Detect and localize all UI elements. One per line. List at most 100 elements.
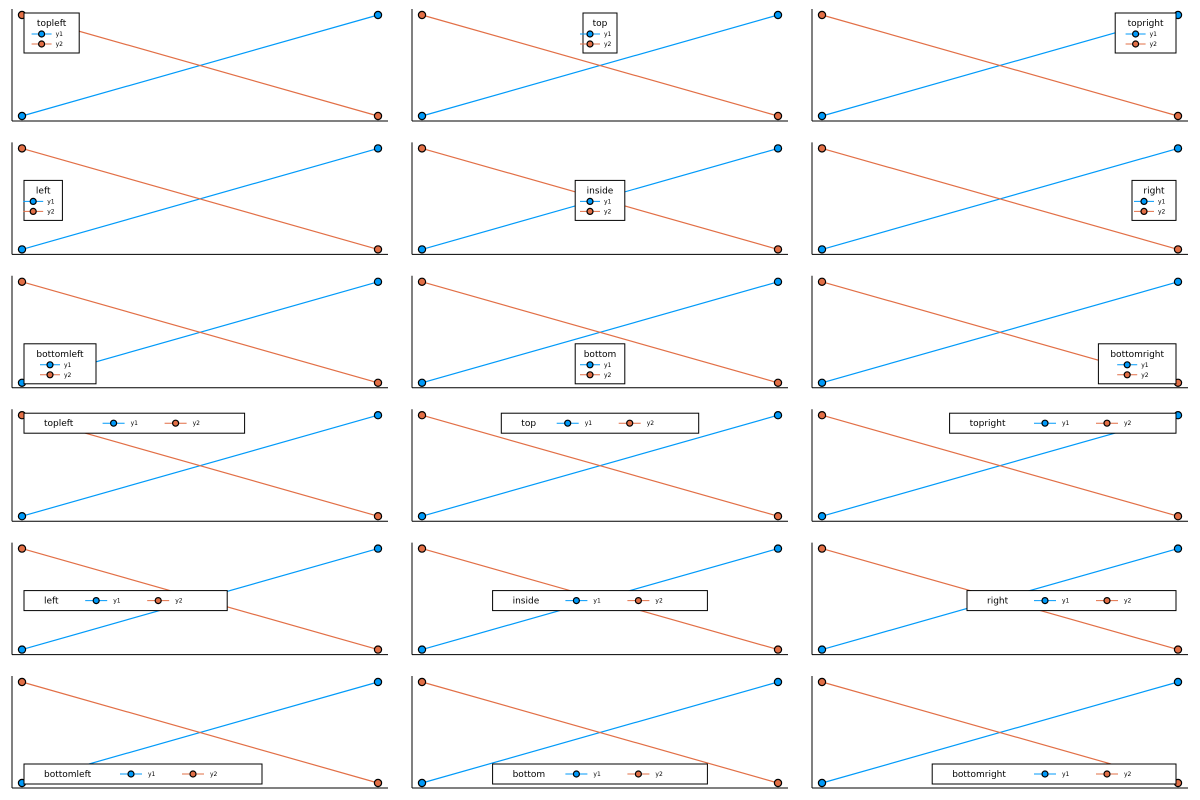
legend-marker-y1: [1140, 197, 1148, 205]
legend-box: [1097, 343, 1177, 385]
legend-marker-y2: [46, 371, 54, 379]
legend-box: [966, 590, 1177, 612]
legend-label-y1: y1: [604, 198, 612, 205]
data-point-y1-1: [417, 645, 427, 654]
legend-title: top: [521, 419, 536, 429]
data-point-y2-1: [817, 411, 827, 420]
data-point-y1-2: [373, 411, 383, 420]
data-point-y1-1: [17, 245, 27, 254]
data-point-y2-2: [773, 645, 783, 654]
legend-box: [949, 412, 1177, 434]
data-point-y1-1: [417, 245, 427, 254]
data-point-y1-1: [817, 245, 827, 254]
data-point-y1-2: [1173, 544, 1183, 553]
legend-box: [23, 763, 263, 785]
data-point-y2-1: [817, 677, 827, 687]
data-point-y2-2: [1173, 111, 1183, 121]
data-point-y2-2: [1173, 512, 1183, 521]
legend-marker-y2: [634, 596, 643, 605]
legend-label-y2: y2: [604, 208, 612, 215]
legend-marker-y1: [1123, 361, 1131, 369]
legend-box: [23, 412, 246, 434]
legend-marker-y1: [1041, 770, 1049, 778]
data-point-y2-1: [817, 277, 827, 286]
data-point-y1-2: [773, 544, 783, 553]
data-point-y2-2: [373, 778, 383, 788]
data-point-y1-2: [773, 677, 783, 687]
legend-marker-y1: [572, 770, 581, 778]
legend-marker-y2: [1103, 770, 1111, 778]
legend-label-y2: y2: [210, 771, 218, 778]
legend-label-y1: y1: [113, 598, 121, 605]
series-line-y2: [821, 147, 1179, 250]
data-point-y1-1: [817, 778, 827, 788]
legend-label-y2: y2: [64, 372, 72, 379]
data-point-y2-2: [773, 111, 783, 121]
legend-box: [500, 412, 700, 434]
legend-marker-y1: [46, 361, 54, 369]
legend-box: [23, 590, 228, 612]
legend-title: right: [987, 597, 1009, 607]
data-point-y1-2: [373, 544, 383, 553]
legend-label-y1: y1: [47, 198, 55, 205]
legend-box: [492, 763, 708, 785]
legend-marker-y2: [626, 419, 634, 427]
legend-title: bottomright: [952, 770, 1006, 780]
legend-marker-y1: [1041, 596, 1049, 605]
legend-marker-y2: [634, 770, 643, 778]
legend-marker-y1: [37, 30, 46, 38]
legend-marker-y2: [154, 596, 162, 605]
data-point-y2-2: [373, 111, 383, 121]
legend-label-y2: y2: [47, 208, 55, 215]
data-point-y2-1: [17, 544, 27, 553]
series-line-y2: [21, 281, 379, 384]
data-point-y2-1: [417, 277, 427, 286]
data-point-y1-2: [773, 144, 783, 153]
legend-box: [1131, 179, 1177, 221]
legend-title: bottom: [584, 350, 617, 360]
legend-box: [574, 343, 626, 385]
data-point-y1-1: [817, 645, 827, 654]
legend-label-y1: y1: [593, 598, 601, 605]
data-point-y1-1: [17, 111, 27, 121]
legend-marker-y2: [586, 371, 594, 379]
data-point-y1-2: [773, 411, 783, 420]
data-point-y2-2: [773, 512, 783, 521]
legend-box: [574, 179, 626, 221]
legend-marker-y2: [1131, 40, 1140, 48]
data-point-y1-2: [773, 277, 783, 286]
data-point-y1-2: [373, 144, 383, 153]
data-point-y1-1: [417, 778, 427, 788]
legend-label-y1: y1: [604, 362, 612, 369]
data-point-y2-1: [417, 411, 427, 420]
legend-title: bottomright: [1110, 350, 1164, 360]
data-point-y2-1: [417, 10, 427, 20]
legend-label-y2: y2: [655, 771, 663, 778]
legend-marker-y2: [1103, 596, 1111, 605]
data-point-y2-1: [417, 544, 427, 553]
legend-marker-y1: [1041, 419, 1049, 427]
legend-marker-y1: [92, 596, 100, 605]
legend-label-y2: y2: [604, 41, 612, 48]
legend-marker-y2: [37, 40, 46, 48]
